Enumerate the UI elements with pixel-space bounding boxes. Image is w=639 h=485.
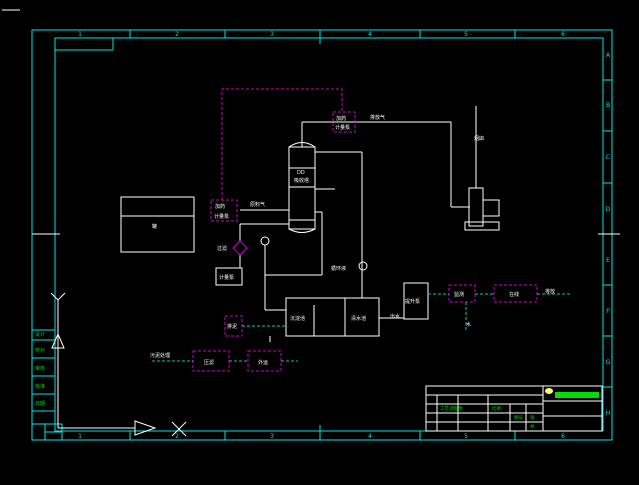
left-signature-panel: [31, 329, 63, 441]
monitor-label: 监测: [454, 291, 464, 298]
tank-label: 罐: [152, 223, 157, 230]
row-letter-h: H: [606, 410, 611, 417]
sludge-discharge-label: 排泥: [227, 323, 237, 330]
title-block-drawing-no: 图号: [514, 415, 523, 421]
process-diagram: [120, 106, 500, 342]
tank: [120, 196, 195, 253]
row-letter-b: B: [606, 102, 610, 109]
dosing-valve-left: [210, 199, 238, 222]
diamond-label: 过滤: [217, 245, 227, 252]
outlet-box: [403, 282, 429, 320]
discharge-label: 排放: [545, 288, 555, 295]
title-block-scale: 比例: [492, 405, 501, 412]
col-number-bottom-4: 4: [368, 433, 372, 440]
sedimentation-basin: [285, 297, 380, 337]
basin-right-label: 清水池: [351, 315, 366, 322]
left-panel-label-5: 日期: [35, 401, 45, 407]
sludge-treatment-label: 污泥处理: [150, 352, 170, 359]
row-letter-g: G: [606, 359, 611, 366]
dashed-cyan-group: [152, 293, 570, 362]
ucs-icon: [50, 292, 187, 437]
col-number-top-6: 6: [561, 31, 565, 38]
dosing-valve-top: [332, 111, 356, 133]
water-label: 水: [466, 321, 471, 328]
logo-icon: [545, 388, 553, 394]
line-top-right-label: 排放气: [370, 114, 385, 121]
title-block-total: 共: [530, 423, 535, 430]
valve-left-label-b: 计量泵: [214, 213, 229, 220]
col-number-bottom-1: 1: [78, 433, 82, 440]
title-block-accent-bar: [555, 392, 599, 398]
title-block: [425, 385, 603, 432]
tower-name-label: 吸收塔: [294, 177, 309, 184]
row-letter-d: D: [606, 206, 611, 213]
col-number-bottom-2: 2: [175, 433, 179, 440]
row-letter-e: E: [606, 257, 610, 264]
col-number-top-5: 5: [464, 31, 468, 38]
metering-pump-box: [215, 267, 243, 286]
left-panel-label-4: 批准: [35, 383, 45, 390]
valve-left-label-a: 加药: [215, 203, 225, 210]
valve-top-label-a: 加药: [336, 115, 346, 122]
col-number-top-3: 3: [270, 31, 274, 38]
col-number-bottom-5: 5: [464, 433, 468, 440]
tower-top-label: DD: [297, 170, 305, 176]
col-number-top-2: 2: [175, 31, 179, 38]
col-number-bottom-6: 6: [561, 433, 565, 440]
absorption-tower: [288, 146, 316, 230]
small-box-label: 计量泵: [219, 274, 234, 281]
left-panel-label-1: 设计: [35, 331, 45, 338]
outlet-box-label: 提升泵: [405, 298, 420, 305]
left-panel-label-2: 校对: [35, 347, 45, 354]
press-filter-label: 压滤: [204, 359, 214, 366]
pipe-right-label: 出水: [390, 313, 400, 320]
row-letter-c: C: [606, 154, 610, 161]
col-number-bottom-3: 3: [270, 433, 274, 440]
title-block-title: 工艺流程图: [440, 405, 463, 412]
title-block-sheet: 张: [530, 414, 535, 421]
chimney-label: 烟囱: [474, 135, 484, 142]
row-letter-a: A: [606, 52, 611, 59]
fan-unit: [468, 187, 484, 227]
vertical-loop-label: 循环液: [331, 265, 346, 272]
col-number-top-1: 1: [78, 31, 82, 38]
left-panel-label-3: 审核: [35, 365, 45, 372]
basin-left-label: 沉淀池: [290, 315, 305, 322]
col-number-top-4: 4: [368, 31, 372, 38]
transport-label: 外运: [258, 359, 268, 366]
line-left-label: 原料气: [250, 201, 265, 208]
filter-diamond: [232, 240, 248, 256]
row-letter-f: F: [606, 308, 610, 315]
online-label: 在线: [509, 291, 519, 298]
valve-top-label-b: 计量泵: [335, 124, 350, 131]
